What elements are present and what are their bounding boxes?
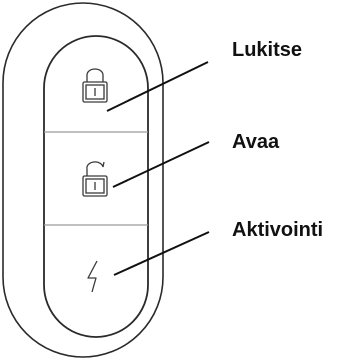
- activate-button: [87, 260, 98, 293]
- padlock-closed-icon: [82, 68, 108, 103]
- leader-line-lock: [106, 61, 209, 112]
- lightning-bolt-icon: [87, 260, 98, 293]
- label-activate: Aktivointi: [232, 219, 324, 241]
- label-unlock: Avaa: [232, 131, 280, 153]
- padlock-open-icon: [82, 161, 108, 197]
- remote-outer-shell: [2, 2, 164, 358]
- remote-button-panel: [43, 35, 149, 338]
- leader-line-unlock: [112, 141, 210, 188]
- label-lock: Lukitse: [232, 39, 303, 61]
- lock-button: [82, 68, 108, 103]
- leader-line-activate: [113, 231, 210, 276]
- unlock-button: [82, 161, 108, 197]
